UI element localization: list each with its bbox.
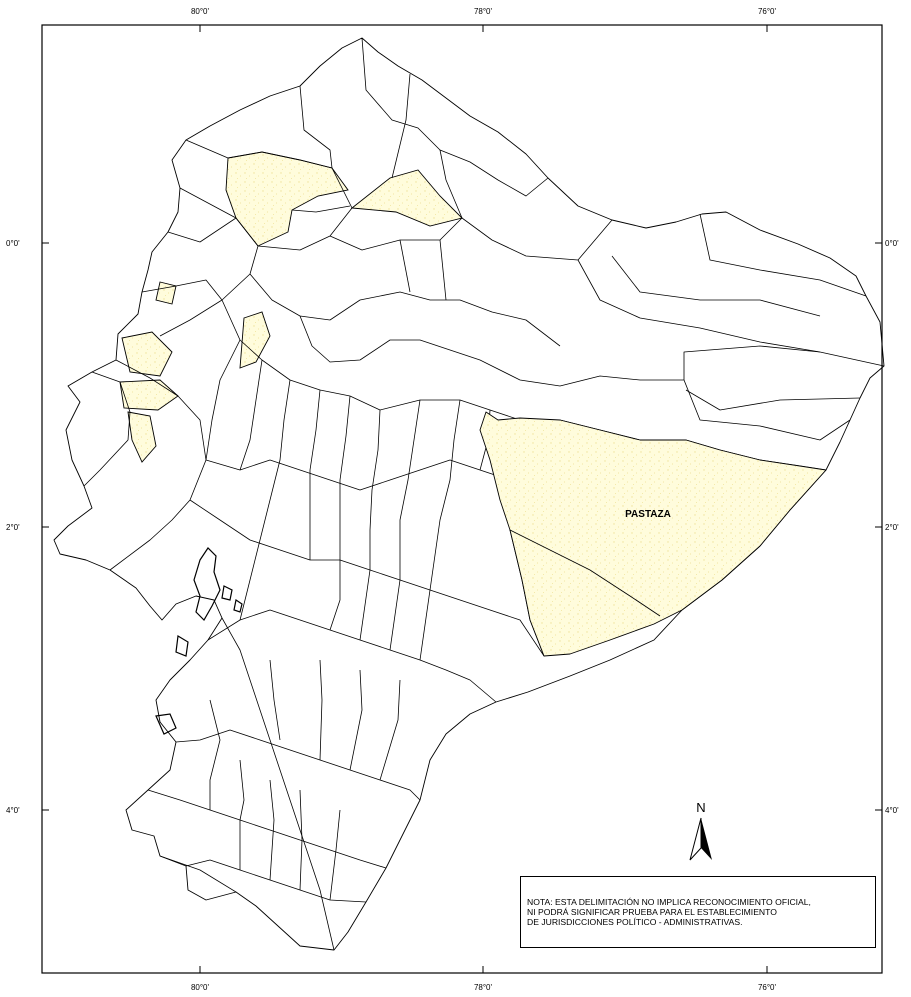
right-lat-label: 4°0' (885, 806, 899, 815)
right-lat-label: 0°0' (885, 239, 899, 248)
graticule-ticks (42, 25, 882, 973)
north-arrow-letter: N (696, 800, 705, 815)
note-line: NOTA: ESTA DELIMITACIÓN NO IMPLICA RECON… (527, 897, 811, 907)
left-lat-label: 2°0' (6, 523, 20, 532)
left-lat-label: 0°0' (6, 239, 20, 248)
north-arrow[interactable]: N (689, 800, 712, 861)
note-line: DE JURISDICCIONES POLÍTICO - ADMINISTRAT… (527, 917, 743, 927)
estuary-islands (155, 547, 243, 735)
north-arrow-outline (689, 817, 702, 861)
disclaimer-note: NOTA: ESTA DELIMITACIÓN NO IMPLICA RECON… (520, 876, 876, 948)
country-outline (53, 37, 885, 951)
pastaza-label: PASTAZA (625, 509, 671, 520)
bottom-lon-label: 76°0' (758, 983, 777, 992)
left-lat-label: 4°0' (6, 806, 20, 815)
top-lon-label: 76°0' (758, 7, 777, 16)
pastaza-internal-boundary (509, 529, 661, 617)
speckled-areas (119, 151, 463, 463)
bottom-lon-label: 80°0' (191, 983, 210, 992)
map-frame (41, 24, 883, 974)
pastaza-province (479, 411, 827, 657)
north-arrow-icon (701, 818, 712, 860)
right-lat-label: 2°0' (885, 523, 899, 532)
top-lon-label: 80°0' (191, 7, 210, 16)
top-lon-label: 78°0' (474, 7, 493, 16)
note-line: NI PODRÁ SIGNIFICAR PRUEBA PARA EL ESTAB… (527, 907, 777, 917)
bottom-lon-label: 78°0' (474, 983, 493, 992)
